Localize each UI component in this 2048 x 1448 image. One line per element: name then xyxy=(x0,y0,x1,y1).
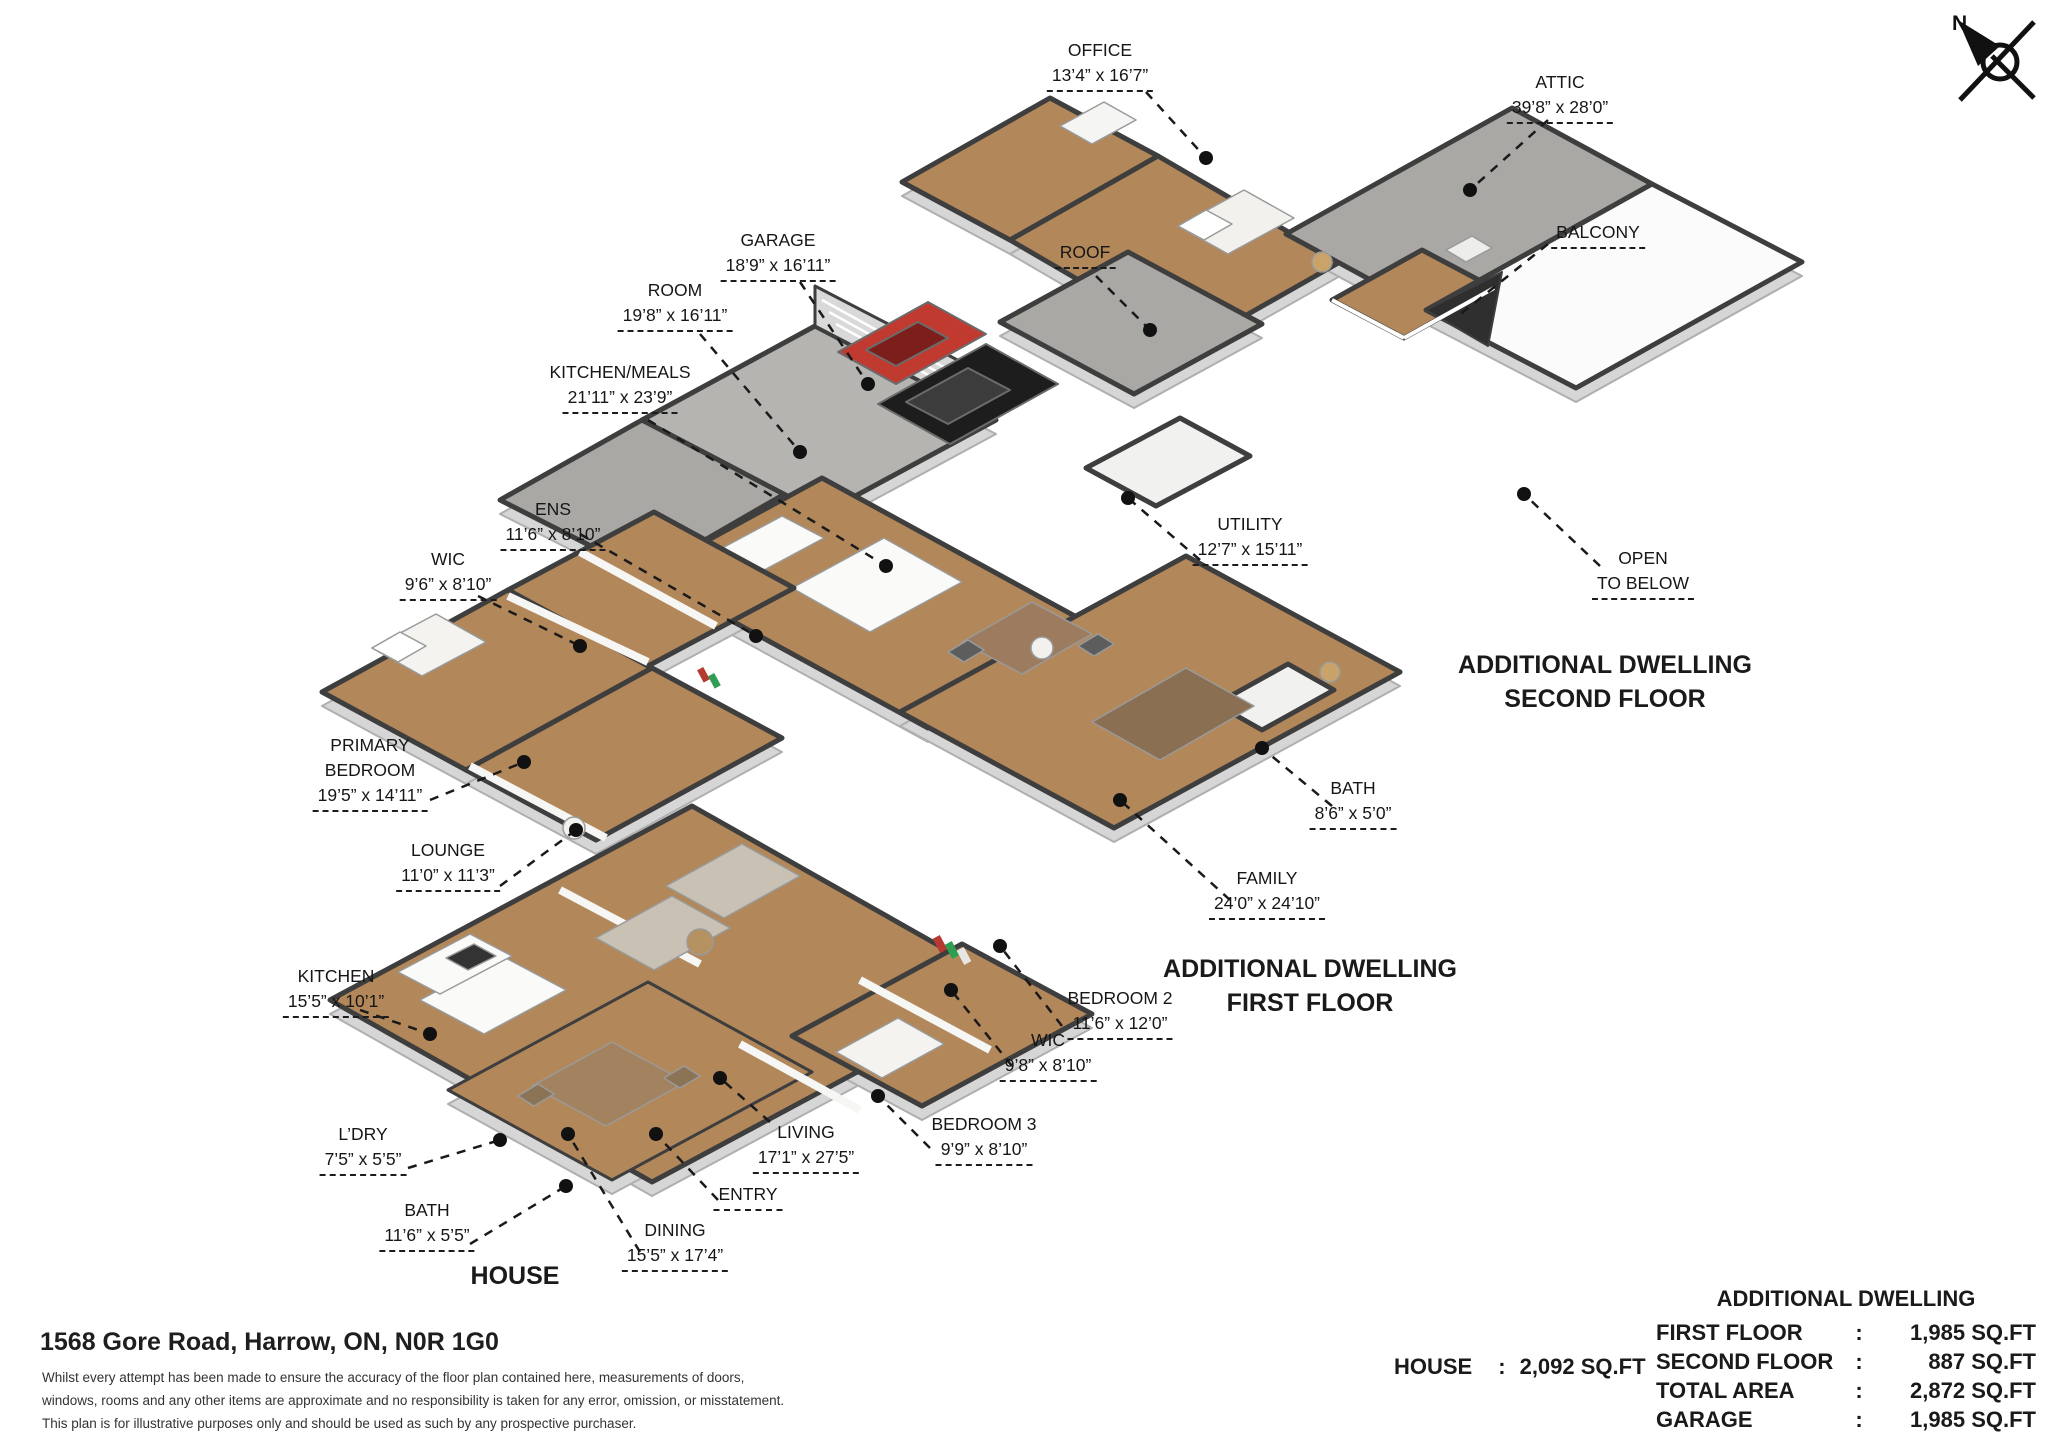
round-table xyxy=(1311,251,1333,273)
compass-icon xyxy=(1958,20,2036,102)
label-balcony: BALCONY xyxy=(1551,220,1645,249)
house-plan xyxy=(319,509,1095,1185)
sofa xyxy=(1091,667,1255,761)
label-kitchen: KITCHEN 15’5” x 10’1” xyxy=(282,964,390,1018)
house-area-summary: HOUSE:2,092 SQ.FT xyxy=(1394,1354,1646,1379)
dining-table xyxy=(961,601,1093,675)
label-wic2: WIC 9’8” x 8’10” xyxy=(999,1028,1097,1082)
label-family: FAMILY 24’0” x 24’10” xyxy=(1208,866,1326,920)
label-dining: DINING 15’5” x 17’4” xyxy=(621,1218,729,1272)
label-living: LIVING 17’1” x 27’5” xyxy=(752,1120,860,1174)
label-bedroom2: BEDROOM 2 11’6” x 12’0” xyxy=(1067,986,1173,1040)
area-row-garage: GARAGE : 1,985 SQ.FT xyxy=(1656,1407,2036,1432)
additional-dwelling-area-summary: ADDITIONAL DWELLING FIRST FLOOR : 1,985 … xyxy=(1656,1286,2036,1434)
second-floor-plan xyxy=(899,95,1805,397)
area-row-first-floor: FIRST FLOOR : 1,985 SQ.FT xyxy=(1656,1320,2036,1345)
bed xyxy=(835,1017,945,1079)
title-house: HOUSE xyxy=(470,1262,560,1290)
label-entry: ENTRY xyxy=(713,1182,783,1211)
coffee-table xyxy=(686,928,714,956)
label-primary-bedroom: PRIMARY BEDROOM 19’5” x 14’11” xyxy=(312,733,428,812)
sofa xyxy=(665,843,801,919)
label-office: OFFICE 13’4” x 16’7” xyxy=(1046,38,1154,92)
label-kitchen-meals: KITCHEN/MEALS 21’11” x 23’9” xyxy=(550,360,691,414)
kitchen-island xyxy=(791,537,963,633)
leader-dots xyxy=(423,151,1531,1193)
label-room: ROOM 19’8” x 16’11” xyxy=(617,278,733,332)
disclaimer-text: Whilst every attempt has been made to en… xyxy=(42,1370,785,1431)
label-ldry: L’DRY 7’5” x 5’5” xyxy=(319,1122,407,1176)
label-garage: GARAGE 18’9” x 16’11” xyxy=(720,228,836,282)
first-floor-plan xyxy=(497,284,1403,831)
label-attic: ATTIC 39’8” x 28’0” xyxy=(1506,70,1614,124)
leader-lines xyxy=(359,91,1601,1253)
label-open-to-below: OPEN TO BELOW xyxy=(1591,546,1695,600)
label-lounge: LOUNGE 11’0” x 11’3” xyxy=(396,838,500,892)
stove xyxy=(445,943,497,971)
area-row-second-floor: SECOND FLOOR : 887 SQ.FT xyxy=(1656,1349,2036,1374)
label-ens: ENS 11’6” x 8’10” xyxy=(500,497,606,551)
label-wic: WIC 9’6” x 8’10” xyxy=(399,547,497,601)
label-bath-additional: BATH 8’6” x 5’0” xyxy=(1309,776,1397,830)
armchair xyxy=(1030,636,1054,660)
north-indicator: N xyxy=(1944,6,2044,116)
north-label: N xyxy=(1952,12,1968,35)
label-roof: ROOF xyxy=(1054,240,1116,269)
sofa xyxy=(595,895,731,971)
office-desk xyxy=(1059,101,1137,145)
property-address: 1568 Gore Road, Harrow, ON, N0R 1G0 xyxy=(40,1328,499,1356)
title-additional-dwelling-first-floor: ADDITIONAL DWELLING FIRST FLOOR xyxy=(1163,955,1457,1017)
area-table-header: ADDITIONAL DWELLING xyxy=(1716,1286,1976,1311)
label-bath-house: BATH 11’6” x 5’5” xyxy=(379,1198,475,1252)
label-bedroom3: BEDROOM 3 9’9” x 8’10” xyxy=(931,1112,1037,1166)
label-utility: UTILITY 12’7” x 15’11” xyxy=(1192,512,1308,566)
area-row-total-area: TOTAL AREA : 2,872 SQ.FT xyxy=(1656,1378,2036,1403)
title-additional-dwelling-second-floor: ADDITIONAL DWELLING SECOND FLOOR xyxy=(1458,651,1752,713)
